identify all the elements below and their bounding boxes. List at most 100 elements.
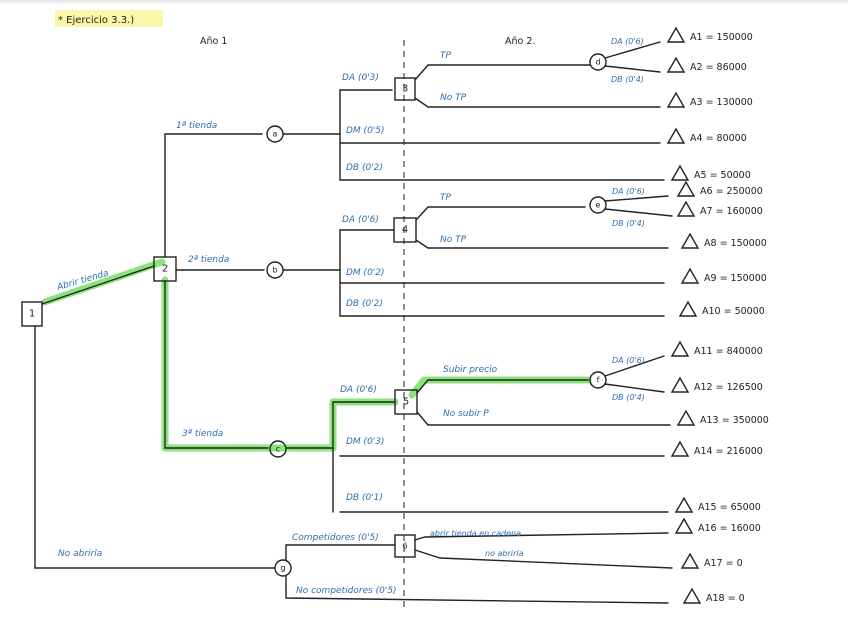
f-db-branch <box>604 383 665 393</box>
label-n6-no: no abrirla <box>485 549 524 558</box>
outcome-label-9: A9 = 150000 <box>704 273 767 284</box>
outcome-label-12: A12 = 126500 <box>694 382 763 393</box>
label-g-nocomp: No competidores (0'5) <box>296 586 397 596</box>
node-d-label: d <box>595 58 600 67</box>
branch-no-abrir <box>34 325 275 569</box>
decision-node-5 <box>394 389 418 415</box>
label-n3-notp: No TP <box>440 93 467 103</box>
node-4-label: 4 <box>402 225 408 236</box>
decision-node-6 <box>394 534 416 558</box>
label-b-db: DB (0'2) <box>346 299 383 309</box>
chance-node-e <box>589 196 607 214</box>
e-da-branch <box>604 195 669 202</box>
terminal-triangle-11 <box>670 340 690 357</box>
node-a-label: a <box>273 130 278 139</box>
label-tienda-1: 1ª tienda <box>176 121 217 131</box>
chance-node-c <box>269 440 287 458</box>
terminal-triangle-18 <box>682 587 702 604</box>
outcome-label-1: A1 = 150000 <box>690 32 753 43</box>
label-c-dm: DM (0'3) <box>346 437 385 447</box>
terminal-triangle-15 <box>674 496 694 513</box>
branch-tienda-1 <box>164 133 263 258</box>
branch-abrir <box>41 265 155 305</box>
terminal-triangle-14 <box>670 440 690 457</box>
label-n5-nosube: No subir P <box>443 409 489 419</box>
chance-node-d <box>589 53 607 71</box>
n3-notp-branch <box>414 97 661 108</box>
chance-node-f <box>589 371 607 389</box>
decision-node-1 <box>21 301 43 327</box>
terminal-triangle-8 <box>680 232 700 249</box>
label-c-da: DA (0'6) <box>340 385 377 395</box>
outcome-label-15: A15 = 65000 <box>698 502 761 513</box>
decision-node-3 <box>394 77 416 101</box>
g-nocomp-branch <box>285 575 669 604</box>
outcome-label-13: A13 = 350000 <box>700 415 769 426</box>
terminal-triangle-13 <box>676 409 696 426</box>
outcome-label-7: A7 = 160000 <box>700 206 763 217</box>
n5-nosube-branch <box>416 411 671 426</box>
d-da-branch <box>604 41 661 59</box>
label-a-dm: DM (0'5) <box>346 126 385 136</box>
n6-abrir-branch <box>414 532 669 541</box>
label-n3-tp: TP <box>440 51 451 61</box>
node-6-label: 6 <box>402 542 407 551</box>
f-da-branch <box>604 355 665 377</box>
node-5-label: 5 <box>403 397 409 408</box>
e-db-branch <box>604 208 673 217</box>
label-b-da: DA (0'6) <box>342 215 379 225</box>
n3-tp-branch <box>414 64 591 81</box>
top-edge <box>0 0 848 6</box>
terminal-triangle-10 <box>678 300 698 317</box>
n4-tp-branch <box>415 206 586 221</box>
outcome-label-4: A4 = 80000 <box>690 133 747 144</box>
label-tienda-2: 2ª tienda <box>188 255 229 265</box>
label-n4-tp: TP <box>440 193 451 203</box>
outcome-label-5: A5 = 50000 <box>694 170 751 181</box>
n5-sube-branch <box>416 379 589 394</box>
outcome-label-18: A18 = 0 <box>706 593 745 604</box>
label-no-abrir: No abrirla <box>58 549 102 559</box>
branch-tienda-3 <box>164 280 269 449</box>
terminal-triangle-5 <box>670 164 690 181</box>
optimal-path-1 <box>41 258 166 306</box>
label-e-da: DA (0'6) <box>612 187 645 196</box>
node-f-label: f <box>597 376 600 385</box>
node-3-label: 3 <box>402 84 408 95</box>
d-db-branch <box>604 65 661 73</box>
node-e-label: e <box>596 201 601 210</box>
node-2-label: 2 <box>162 264 168 275</box>
node-b-label: b <box>272 266 277 275</box>
label-tienda-3: 3ª tienda <box>182 429 223 439</box>
n6-no-branch <box>414 549 673 569</box>
chance-node-g <box>274 559 292 577</box>
outcome-label-10: A10 = 50000 <box>702 306 765 317</box>
node-g-label: g <box>280 564 285 573</box>
label-g-comp: Competidores (0'5) <box>292 533 379 543</box>
outcome-label-6: A6 = 250000 <box>700 186 763 197</box>
outcome-label-11: A11 = 840000 <box>694 346 763 357</box>
outcome-label-17: A17 = 0 <box>704 558 743 569</box>
outcome-label-16: A16 = 16000 <box>698 523 761 534</box>
label-f-da: DA (0'6) <box>612 356 645 365</box>
terminal-triangle-3 <box>666 91 686 108</box>
label-n4-notp: No TP <box>440 235 467 245</box>
label-n5-sube: Subir precio <box>443 365 498 375</box>
node-1-label: 1 <box>29 309 35 320</box>
label-d-db: DB (0'4) <box>611 75 644 84</box>
label-n6-abrir: abrir tienda en cadena <box>430 529 521 538</box>
label-a-db: DB (0'2) <box>346 163 383 173</box>
terminal-triangle-12 <box>670 376 690 393</box>
terminal-triangle-6 <box>676 180 696 197</box>
terminal-triangle-9 <box>680 267 700 284</box>
label-c-db: DB (0'1) <box>346 493 383 503</box>
outcome-label-14: A14 = 216000 <box>694 446 763 457</box>
terminal-triangle-7 <box>676 200 696 217</box>
decision-node-4 <box>393 217 417 243</box>
outcome-label-8: A8 = 150000 <box>704 238 767 249</box>
label-f-db: DB (0'4) <box>612 393 645 402</box>
title-highlight <box>55 10 163 27</box>
